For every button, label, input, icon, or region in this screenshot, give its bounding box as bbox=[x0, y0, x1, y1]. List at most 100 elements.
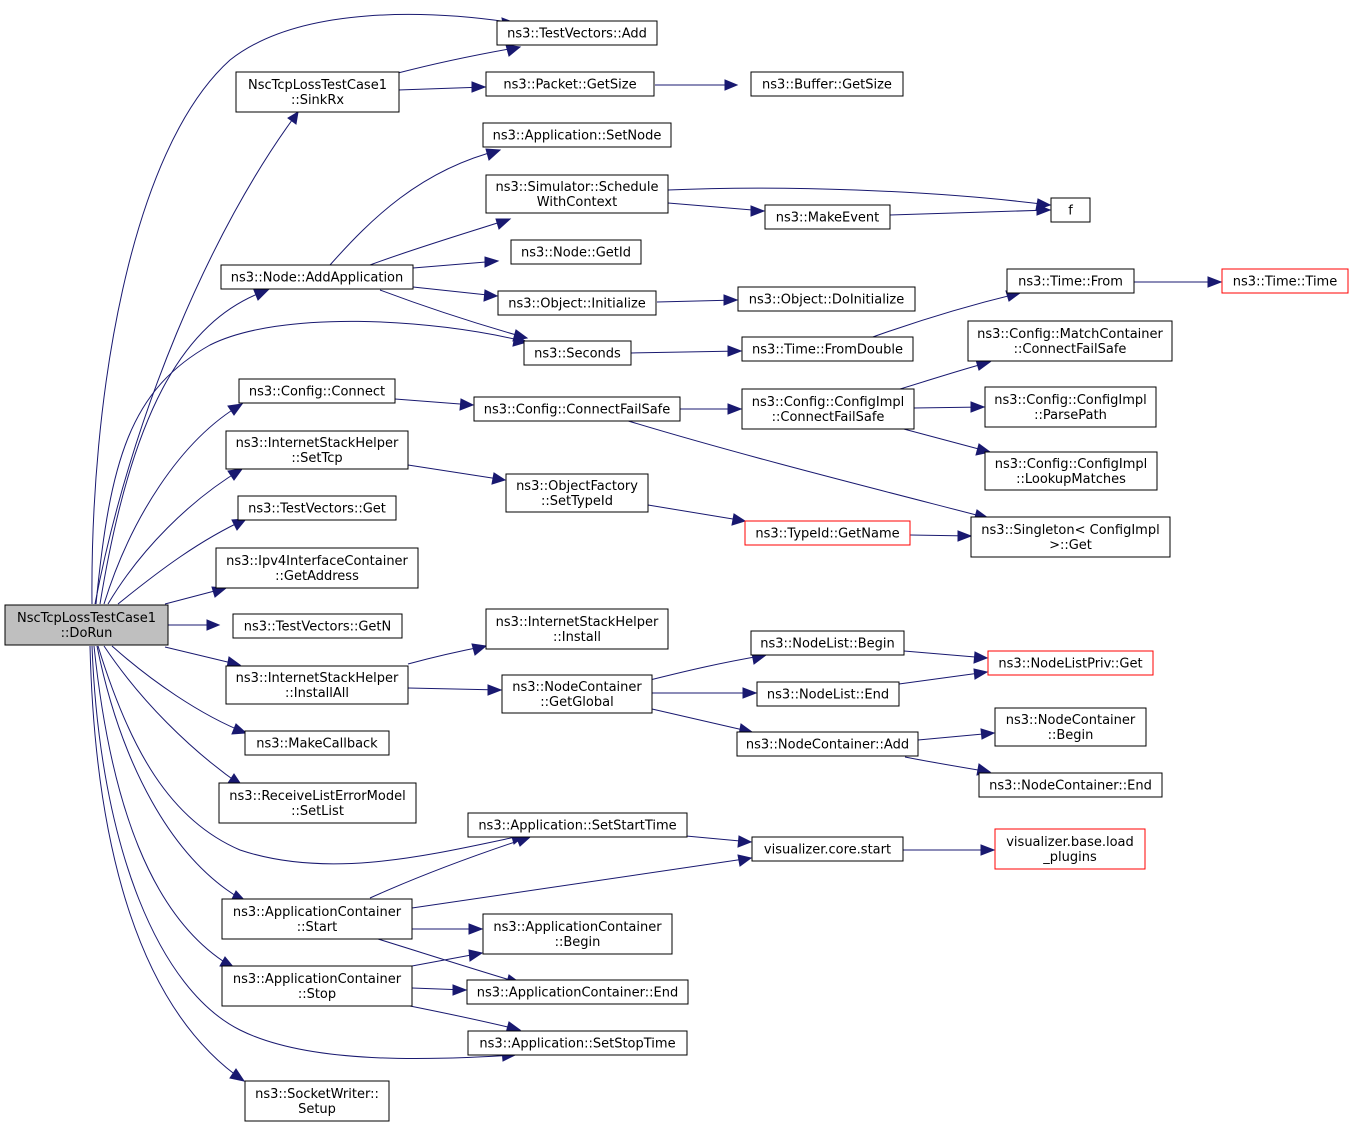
node-ns3-nodecontainer-end[interactable]: ns3::NodeContainer::End bbox=[978, 772, 1163, 798]
node-ns3-application-setstoptime[interactable]: ns3::Application::SetStopTime bbox=[467, 1030, 688, 1056]
edge-dorun-setlist bbox=[103, 645, 244, 787]
node-label: ns3::NodeList::Begin bbox=[760, 637, 894, 652]
edge-dorun-appcontainer-start bbox=[96, 645, 248, 903]
node-ns3-time-time[interactable]: ns3::Time::Time bbox=[1221, 268, 1349, 294]
node-ns3-config-connect[interactable]: ns3::Config::Connect bbox=[238, 378, 396, 404]
node-label: ns3::NodeList::End bbox=[767, 688, 889, 703]
node-ns3-nodelist-begin[interactable]: ns3::NodeList::Begin bbox=[750, 630, 905, 656]
node-label: ns3::Application::SetStopTime bbox=[479, 1037, 675, 1052]
node-ns3-internetstackhelper-install[interactable]: ns3::InternetStackHelper::Install bbox=[485, 608, 669, 650]
node-box bbox=[215, 547, 419, 589]
node-box bbox=[984, 451, 1158, 491]
node-ns3-application-setstarttime[interactable]: ns3::Application::SetStartTime bbox=[467, 812, 688, 838]
node-label: ns3::Singleton< ConfigImpl bbox=[981, 523, 1159, 538]
node-ns3-nodelistpriv-get[interactable]: ns3::NodeListPriv::Get bbox=[987, 650, 1154, 676]
node-label: ns3::Object::Initialize bbox=[508, 297, 646, 312]
node-box bbox=[751, 836, 904, 862]
node-ns3-objectfactory-settypeid[interactable]: ns3::ObjectFactory::SetTypeId bbox=[505, 473, 649, 513]
edge-settypeid-getname bbox=[647, 504, 747, 526]
node-label: visualizer.base.load bbox=[1006, 835, 1134, 850]
node-ns3-ipv4interfacecontainer-getaddress[interactable]: ns3::Ipv4InterfaceContainer::GetAddress bbox=[215, 547, 419, 589]
node-label: ns3::Time::FromDouble bbox=[752, 343, 903, 358]
node-ns3-applicationcontainer-stop[interactable]: ns3::ApplicationContainer::Stop bbox=[221, 965, 413, 1007]
node-ns3-socketwriter-setup[interactable]: ns3::SocketWriter::Setup bbox=[244, 1080, 390, 1122]
node-ns3-testvectors-add[interactable]: ns3::TestVectors::Add bbox=[496, 20, 658, 46]
node-ns3-config-connectfailsafe[interactable]: ns3::Config::ConnectFailSafe bbox=[473, 396, 681, 422]
node-box bbox=[978, 772, 1163, 798]
node-ns3-object-doinitialize[interactable]: ns3::Object::DoInitialize bbox=[737, 286, 916, 312]
node-ns3-packet-getsize[interactable]: ns3::Packet::GetSize bbox=[485, 71, 655, 97]
node-label: ns3::Config::ConfigImpl bbox=[995, 457, 1148, 472]
node-label: ::SetList bbox=[291, 804, 344, 819]
node-ns3-makeevent[interactable]: ns3::MakeEvent bbox=[764, 204, 891, 230]
node-box bbox=[497, 290, 657, 316]
edge-installall-getglobal bbox=[407, 684, 503, 696]
node-ns3-node-addapplication[interactable]: ns3::Node::AddApplication bbox=[220, 264, 414, 290]
node-box bbox=[225, 430, 409, 470]
node-ns3-internetstackhelper-settcp[interactable]: ns3::InternetStackHelper::SetTcp bbox=[225, 430, 409, 470]
node-label: ns3::MakeEvent bbox=[776, 211, 880, 226]
node-nsctcplosstestcase1-sinkrx[interactable]: NscTcpLossTestCase1::SinkRx bbox=[235, 71, 400, 113]
node-nsctcplosstestcase1-dorun[interactable]: NscTcpLossTestCase1::DoRun bbox=[4, 604, 169, 646]
node-ns3-testvectors-get[interactable]: ns3::TestVectors::Get bbox=[237, 495, 397, 521]
edge-dorun-getn bbox=[168, 619, 221, 631]
node-label: ns3::Time::From bbox=[1018, 275, 1123, 290]
node-ns3-config-configimpl-parsepath[interactable]: ns3::Config::ConfigImpl::ParsePath bbox=[984, 386, 1157, 428]
node-label: ns3::Node::AddApplication bbox=[231, 271, 404, 286]
node-box bbox=[510, 239, 642, 265]
node-ns3-object-initialize[interactable]: ns3::Object::Initialize bbox=[497, 290, 657, 316]
node-box bbox=[244, 1080, 390, 1122]
node-ns3-singleton-configimpl-get[interactable]: ns3::Singleton< ConfigImpl >::Get bbox=[970, 516, 1171, 558]
node-ns3-nodecontainer-begin[interactable]: ns3::NodeContainer::Begin bbox=[994, 707, 1147, 747]
node-ns3-nodecontainer-getglobal[interactable]: ns3::NodeContainer::GetGlobal bbox=[501, 674, 653, 714]
node-ns3-makecallback[interactable]: ns3::MakeCallback bbox=[244, 730, 390, 756]
node-ns3-buffer-getsize[interactable]: ns3::Buffer::GetSize bbox=[750, 71, 904, 97]
node-visualizer-base-load-plugins[interactable]: visualizer.base.load_plugins bbox=[994, 828, 1146, 870]
node-label: ns3::ApplicationContainer bbox=[233, 972, 402, 987]
node-label: WithContext bbox=[537, 195, 617, 210]
node-label: ns3::InternetStackHelper bbox=[236, 436, 399, 451]
node-ns3-config-matchcontainer-connectfailsafe[interactable]: ns3::Config::MatchContainer::ConnectFail… bbox=[967, 320, 1173, 362]
node-label: f bbox=[1068, 204, 1073, 219]
node-ns3-config-configimpl-lookupmatches[interactable]: ns3::Config::ConfigImpl::LookupMatches bbox=[984, 451, 1158, 491]
node-ns3-testvectors-getn[interactable]: ns3::TestVectors::GetN bbox=[232, 613, 403, 639]
node-label: ns3::Application::SetNode bbox=[493, 129, 662, 144]
node-ns3-applicationcontainer-begin[interactable]: ns3::ApplicationContainer::Begin bbox=[482, 913, 673, 955]
node-box bbox=[232, 613, 403, 639]
node-ns3-nodelist-end[interactable]: ns3::NodeList::End bbox=[756, 681, 900, 707]
node-ns3-node-getid[interactable]: ns3::Node::GetId bbox=[510, 239, 642, 265]
node-box bbox=[220, 264, 414, 290]
node-label: ns3::Packet::GetSize bbox=[503, 78, 636, 93]
node-f[interactable]: f bbox=[1050, 197, 1091, 223]
node-label: ns3::ApplicationContainer::End bbox=[477, 986, 678, 1001]
edge-sinkrx-testvectors-add bbox=[397, 44, 522, 74]
node-box bbox=[466, 979, 689, 1005]
node-ns3-receivelisterrormodel-setlist[interactable]: ns3::ReceiveListErrorModel::SetList bbox=[218, 782, 417, 824]
node-ns3-typeid-getname[interactable]: ns3::TypeId::GetName bbox=[744, 520, 911, 546]
node-label: ::Install bbox=[553, 630, 601, 645]
node-visualizer-core-start[interactable]: visualizer.core.start bbox=[751, 836, 904, 862]
node-label: ::Stop bbox=[298, 987, 336, 1002]
node-box bbox=[994, 828, 1146, 870]
node-label: ns3::Buffer::GetSize bbox=[762, 78, 892, 93]
node-ns3-time-from[interactable]: ns3::Time::From bbox=[1006, 268, 1135, 294]
node-ns3-internetstackhelper-installall[interactable]: ns3::InternetStackHelper::InstallAll bbox=[225, 665, 409, 705]
node-ns3-config-configimpl-connectfailsafe[interactable]: ns3::Config::ConfigImpl::ConnectFailSafe bbox=[741, 388, 915, 430]
edge-layer bbox=[89, 14, 1223, 1082]
node-ns3-applicationcontainer-end[interactable]: ns3::ApplicationContainer::End bbox=[466, 979, 689, 1005]
node-box bbox=[218, 782, 417, 824]
edge-connectfailsafe-singleton bbox=[624, 419, 990, 522]
node-label: ::ConnectFailSafe bbox=[1014, 342, 1127, 357]
node-box bbox=[473, 396, 681, 422]
node-box bbox=[485, 174, 669, 214]
node-box bbox=[741, 388, 915, 430]
node-label: ns3::NodeListPriv::Get bbox=[998, 657, 1142, 672]
node-box bbox=[485, 71, 655, 97]
node-ns3-seconds[interactable]: ns3::Seconds bbox=[523, 340, 632, 366]
node-ns3-application-setnode[interactable]: ns3::Application::SetNode bbox=[482, 122, 672, 148]
node-box bbox=[501, 674, 653, 714]
node-ns3-time-fromdouble[interactable]: ns3::Time::FromDouble bbox=[741, 336, 914, 362]
node-ns3-applicationcontainer-start[interactable]: ns3::ApplicationContainer::Start bbox=[221, 898, 413, 940]
node-ns3-nodecontainer-add[interactable]: ns3::NodeContainer::Add bbox=[736, 731, 919, 757]
